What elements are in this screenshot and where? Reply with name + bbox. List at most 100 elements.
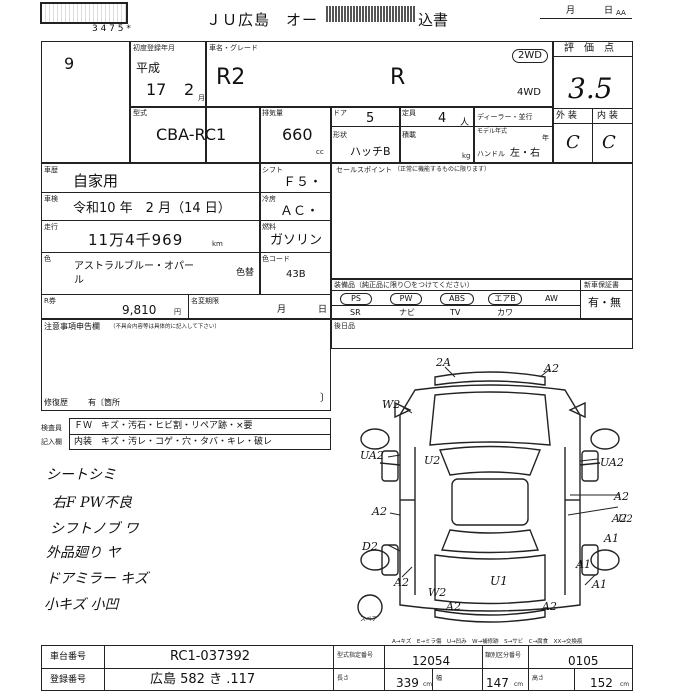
inspector-label-bottom: 記入欄 (41, 438, 62, 446)
interior-label: 内 装 (597, 111, 618, 121)
later-items-label: 後日品 (334, 322, 355, 330)
damage-mark: UA2 (600, 456, 624, 469)
model-code-label: 型式 (133, 109, 147, 117)
width: 147 (486, 676, 509, 690)
color-code-label: 色コード (262, 255, 290, 263)
registration-label: 初度登録年月 (133, 44, 175, 52)
inspector-row-1: ＦＷ キズ・汚石・ヒビ割・リペア跡・×要 (74, 421, 253, 431)
chassis-label: 車台番号 (50, 652, 87, 662)
registration-month-unit: 月 (198, 94, 205, 102)
exterior-label: 外 装 (556, 111, 577, 121)
color-change-label: 色替 (236, 268, 255, 278)
form-title: ＪＵ広島 オー (206, 11, 319, 29)
equip-abs: ABS (440, 293, 474, 305)
diagram-spare-label: スペア (360, 616, 378, 623)
vehicle-grade: R (390, 65, 406, 90)
repair-close: 〕 (320, 393, 330, 404)
month-label: 月 (566, 6, 576, 16)
rating-score: 3.5 (568, 72, 613, 105)
rating-label: 評 価 点 (564, 43, 614, 54)
equip-tv: TV (450, 308, 461, 317)
color-label: 色 (44, 255, 51, 263)
doors: 5 (366, 111, 375, 126)
damage-mark: D2 (362, 540, 378, 553)
height-unit: cm (620, 681, 630, 688)
car-damage-diagram (357, 366, 620, 623)
caution-sub: （不具合内容等は具体的に記入して下さい） (110, 324, 220, 330)
warranty: 有・無 (588, 296, 621, 309)
day-label: 日 (604, 6, 614, 16)
equipment-block (331, 279, 633, 319)
usage: 自家用 (73, 172, 119, 190)
recycle-fee: 9,810 (122, 303, 157, 317)
equip-ps: PS (340, 293, 372, 305)
shape-label: 形状 (333, 131, 347, 139)
equip-navi: ナビ (399, 308, 415, 317)
displacement: 660 (282, 125, 313, 144)
stamp-box (40, 2, 128, 24)
handwritten-note: ドアミラー キズ (46, 571, 149, 587)
dealer-label: ディーラー・並行 (477, 113, 533, 121)
shape: ハッチB (350, 145, 391, 158)
mileage-label: 走行 (44, 223, 58, 231)
model-year-label: モデル年式 (477, 128, 508, 135)
repair-label: 修復歴 (44, 398, 68, 407)
fuel-label: 燃料 (262, 223, 276, 231)
selling-points-label: セールスポイント (336, 166, 392, 174)
redacted-block (326, 6, 416, 22)
damage-mark: A2 (612, 512, 627, 525)
length-label: 長さ (337, 675, 350, 682)
history-block (41, 163, 331, 319)
handle-label: ハンドル (477, 150, 505, 158)
selling-points-block (331, 163, 633, 279)
damage-mark: A2 (372, 505, 387, 518)
width-unit: cm (514, 681, 524, 688)
top-block (41, 41, 633, 163)
damage-mark: U1 (490, 574, 508, 588)
inspector-row-2: 内装 キズ・汚レ・コゲ・穴・タバ・キレ・破レ (74, 437, 273, 447)
registration-year: 17 (146, 80, 167, 99)
plate-number: 広島 582 き .117 (150, 672, 256, 687)
stamp-digits: 3 4 7 5 * (92, 24, 131, 34)
handwritten-note: 右F PW不良 (52, 495, 132, 511)
displacement-label: 排気量 (262, 109, 283, 117)
inspection-date: 令和10 年 2 月（14 日） (73, 201, 231, 216)
aa-label: AA (616, 9, 626, 17)
damage-mark: A2 (544, 362, 559, 375)
inspector-label-top: 検査員 (41, 424, 62, 432)
damage-mark: W2 (428, 586, 447, 599)
length: 339 (396, 676, 419, 690)
equipment-label: 装備品（純正品に限り〇をつけてください） (334, 281, 474, 289)
equip-aw: AW (545, 294, 558, 303)
height: 152 (590, 676, 613, 690)
registration-month: 2 (184, 80, 195, 99)
inspection-label: 車検 (44, 195, 58, 203)
damage-mark: A2 (394, 576, 409, 589)
damage-mark: A1 (576, 558, 591, 571)
recycle-label: R券 (44, 297, 56, 305)
capacity-unit: 人 (460, 118, 470, 128)
damage-mark: U2 (618, 514, 633, 525)
capacity: 4 (438, 111, 447, 126)
damage-mark: W2 (382, 398, 401, 411)
damage-mark: 2A (436, 356, 451, 369)
caution-label: 注意事項申告欄 (44, 322, 100, 331)
type-cert-number: 12054 (412, 654, 451, 668)
form-title-suffix: 込書 (418, 11, 449, 29)
equip-pw: PW (390, 293, 422, 305)
damage-mark: A2 (542, 600, 557, 613)
header-underline (540, 18, 632, 19)
width-label: 幅 (436, 675, 443, 682)
recycle-unit: 円 (174, 308, 181, 316)
load-label: 積載 (402, 131, 416, 139)
length-unit: cm (423, 681, 433, 688)
cooler: ＡＣ・ (280, 204, 320, 219)
exterior-grade: C (566, 132, 580, 153)
diagram-legend: A→キズ E→ミラ傷 U→凹み W→補修跡 S→サビ C→腐食 XX→交換痕 (392, 639, 583, 645)
class-number: 0105 (568, 654, 599, 668)
model-code: CBA-RC1 (156, 125, 227, 144)
repair-value: 有〔箇所 (88, 398, 120, 407)
handwritten-note: 外品廻り ヤ (46, 545, 121, 561)
vehicle-name-label: 車名・グレード (209, 44, 258, 52)
lot-number: 9 (64, 54, 75, 73)
